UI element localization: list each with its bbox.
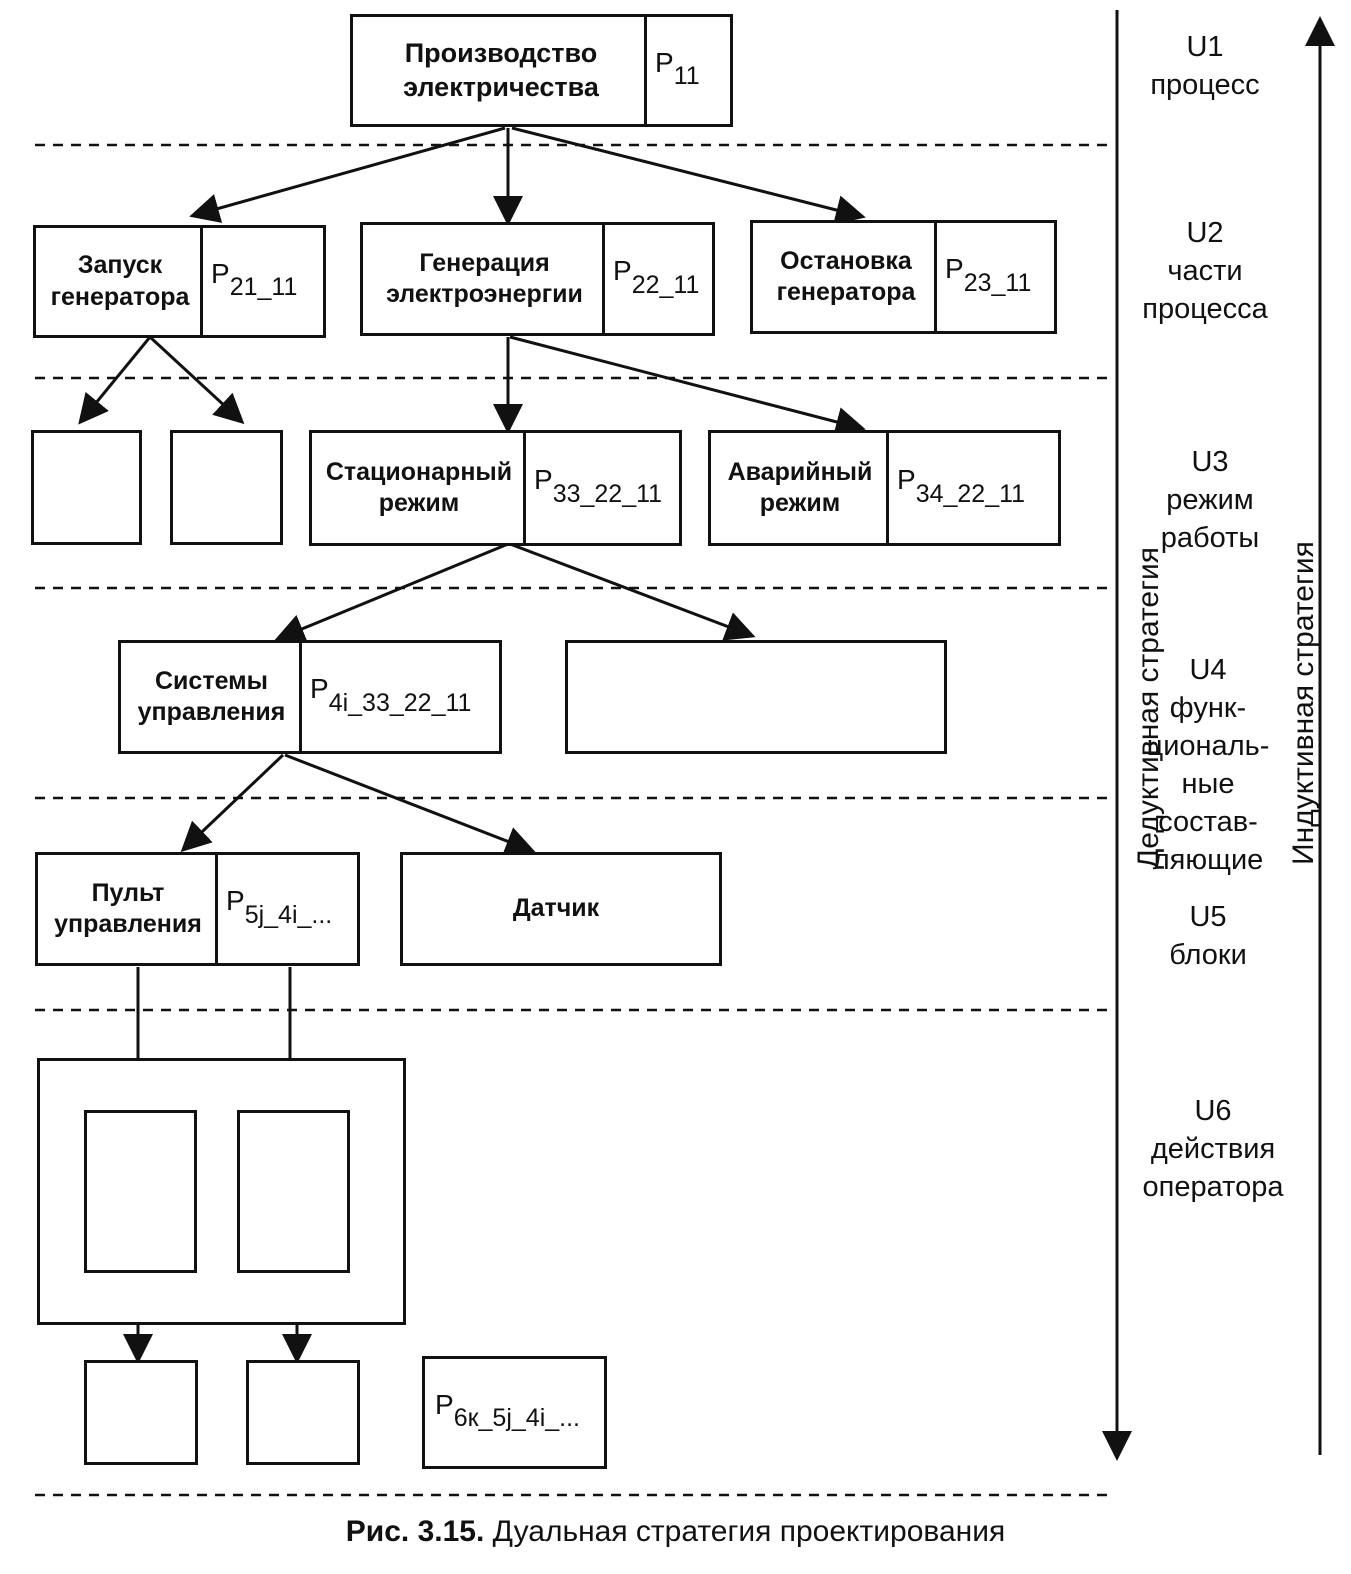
node-generation-label: Генерация электроэнергии: [386, 248, 583, 308]
caption-text: Дуальная стратегия проектирования: [492, 1515, 1006, 1548]
p-subscript: 22_11: [631, 270, 700, 299]
level-line: части: [1167, 255, 1243, 287]
level-code: U2: [1186, 217, 1224, 249]
level-u2: U2 части процесса: [1120, 214, 1290, 328]
p-subscript: 4i_33_22_11: [328, 688, 472, 717]
node-sensor: Датчик: [400, 852, 722, 966]
node-control-panel-label: Пульт управления: [54, 878, 202, 938]
arrow-production-startup: [189, 126, 506, 223]
level-code: U3: [1191, 446, 1229, 478]
result-box: [246, 1360, 360, 1465]
level-code: U4: [1189, 654, 1227, 686]
level-line: работы: [1160, 522, 1260, 554]
deductive-strategy-label: Дедуктивная стратегия: [1132, 546, 1165, 870]
arrow-control-sensor: [284, 753, 536, 856]
p-letter: P: [613, 255, 632, 286]
level-line: циональ-: [1146, 730, 1270, 762]
node-stationary-label: Стационарный режим: [325, 457, 513, 517]
arrow-startup-left2: [148, 335, 245, 425]
level-code: U5: [1189, 901, 1227, 933]
node-shutdown-label: Остановка генератора: [776, 246, 916, 306]
level-u4: U4 функ- циональ- ные состав- ляющие: [1123, 651, 1293, 879]
level-u3: U3 режим работы: [1125, 443, 1295, 557]
level-u1: U1 процесс: [1120, 28, 1290, 104]
node-sensor-label: Датчик: [512, 894, 600, 923]
level-line: состав-: [1158, 806, 1258, 838]
level-line: процесса: [1142, 293, 1268, 325]
caption-number: Рис. 3.15.: [345, 1515, 485, 1548]
inductive-strategy-label: Индуктивная стратегия: [1287, 541, 1320, 865]
p-subscript: 6к_5j_4i_...: [453, 1404, 580, 1432]
node-control-systems-label: Системы управления: [137, 666, 286, 726]
operator-action-box: [237, 1110, 350, 1273]
level-line: функ-: [1169, 692, 1247, 724]
node-production-label: Производство электричества: [403, 37, 599, 102]
node-emergency-label: Аварийный режим: [727, 457, 873, 517]
empty-box: [31, 430, 142, 545]
p-letter: P: [435, 1388, 454, 1420]
arrow-generation-emergency: [509, 335, 866, 437]
level-code: U6: [1194, 1095, 1232, 1127]
node-startup-label: Запуск генератора: [50, 251, 190, 311]
level-code: U1: [1186, 31, 1224, 63]
level-line: действия: [1150, 1133, 1276, 1165]
p-letter: P: [945, 253, 964, 284]
arrow-stationary-control: [274, 542, 509, 643]
level-line: ные: [1181, 768, 1235, 800]
arrow-control-panel: [180, 753, 285, 853]
p-subscript: 23_11: [963, 268, 1032, 297]
empty-box: [565, 640, 947, 754]
result-box: [84, 1360, 198, 1465]
level-line: процесс: [1150, 69, 1260, 101]
level-line: режим: [1166, 484, 1254, 516]
arrow-startup-left1: [78, 336, 152, 425]
p-letter: P: [655, 46, 674, 78]
level-u6: U6 действия оператора: [1128, 1092, 1298, 1206]
operator-action-box: [84, 1110, 197, 1273]
p-subscript: 21_11: [229, 273, 298, 301]
level-separators: [35, 143, 1115, 1497]
arrow-production-shutdown: [511, 126, 866, 225]
p-letter: P: [211, 257, 230, 289]
p-subscript: 33_22_11: [552, 479, 663, 508]
level-line: блоки: [1169, 939, 1247, 971]
p-letter: P: [534, 464, 553, 495]
p-letter: P: [226, 885, 245, 916]
p-subscript: 11: [673, 62, 700, 90]
p-letter: P: [897, 464, 916, 495]
empty-box: [170, 430, 283, 545]
level-line: оператора: [1142, 1171, 1284, 1203]
level-line: ляющие: [1152, 844, 1264, 876]
connector-arrows: [78, 126, 866, 1364]
p-letter: P: [310, 673, 329, 704]
level-u5: U5 блоки: [1123, 898, 1293, 974]
figure-caption: Рис. 3.15. Дуальная стратегия проектиров…: [0, 1515, 1351, 1549]
p-subscript: 34_22_11: [915, 479, 1026, 508]
arrow-stationary-empty: [509, 542, 756, 641]
p-subscript: 5j_4i_...: [244, 900, 333, 929]
